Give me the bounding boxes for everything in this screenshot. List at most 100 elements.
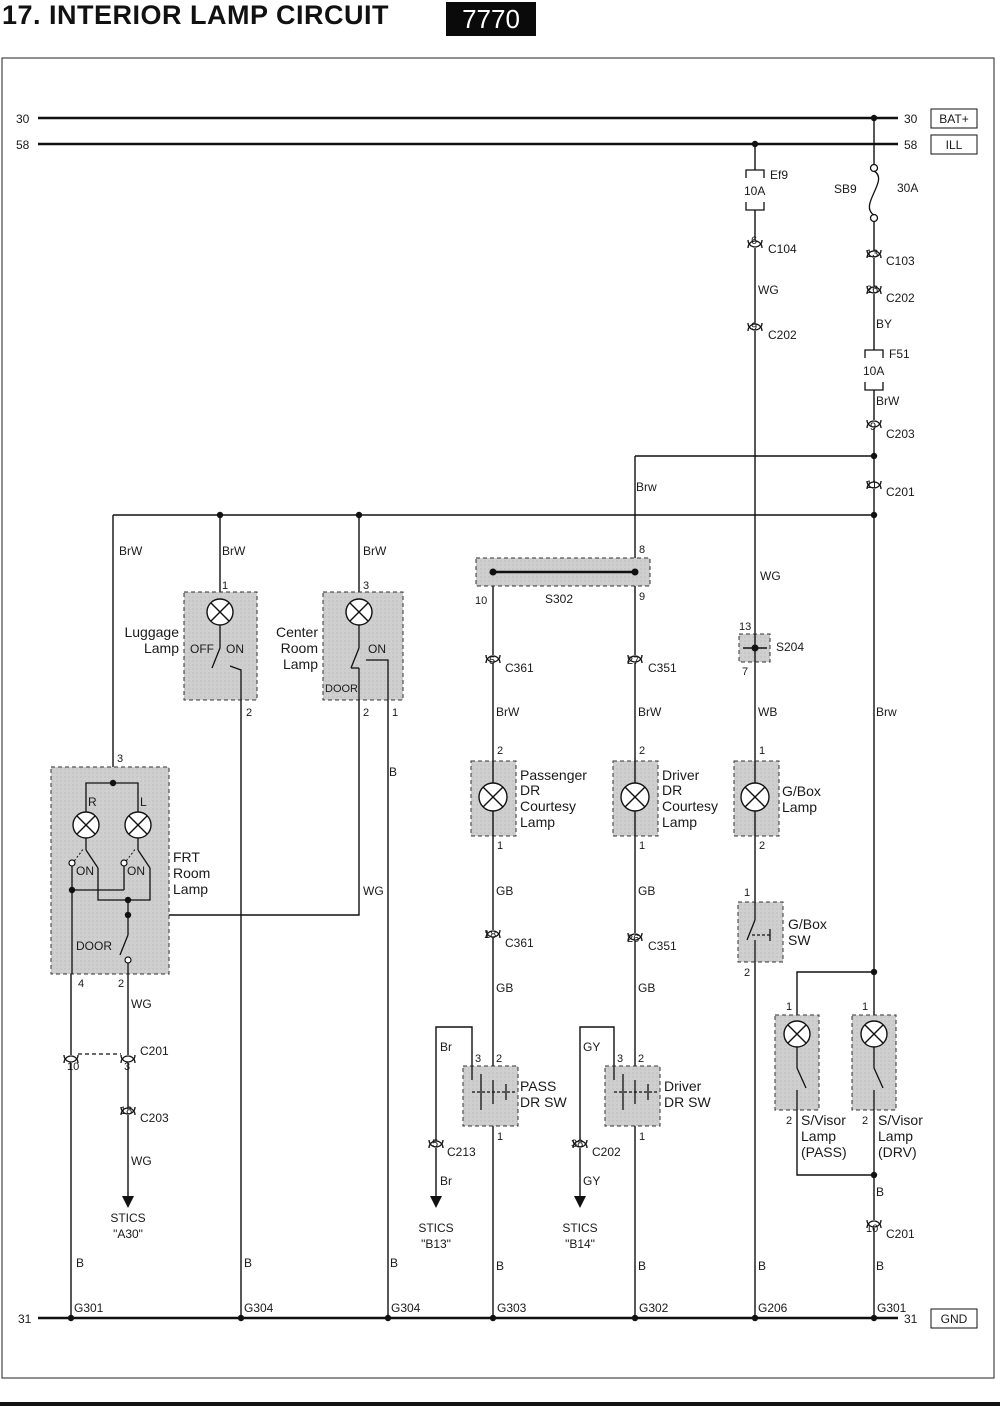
wire-color-label: B bbox=[876, 1259, 884, 1273]
lamp-icon bbox=[620, 761, 650, 836]
bottom-rule bbox=[0, 1402, 1000, 1406]
frt-door-label: DOOR bbox=[76, 939, 112, 953]
connector-pin: 9 bbox=[870, 421, 876, 433]
diagram-frame bbox=[1, 57, 995, 1379]
wire-color-label: WG bbox=[760, 569, 781, 583]
wire-color-label: WG bbox=[363, 884, 384, 898]
connector-pin: 10 bbox=[67, 1061, 79, 1073]
pin-label: 3 bbox=[617, 1053, 623, 1065]
switch-icon bbox=[613, 1066, 657, 1110]
connector-symbols bbox=[63, 239, 882, 1229]
frt-on-label: ON bbox=[76, 864, 94, 878]
gnd-rail bbox=[38, 1314, 898, 1322]
pin-label: 2 bbox=[496, 1053, 502, 1065]
pin-label: 1 bbox=[786, 1001, 792, 1013]
connector-name: C104 bbox=[768, 242, 797, 256]
junction-dots bbox=[216, 452, 878, 1179]
wire-color-label: B bbox=[496, 1259, 504, 1273]
wire-color-label: BrW bbox=[638, 705, 662, 719]
connector-name: C351 bbox=[648, 661, 677, 675]
ill-terminal-box bbox=[930, 134, 978, 155]
arrow-down-icon bbox=[122, 1196, 586, 1208]
connector-name: C201 bbox=[886, 485, 915, 499]
wire-color-label: BrW bbox=[222, 544, 246, 558]
pin-label: 2 bbox=[638, 1053, 644, 1065]
connector-pin: 3 bbox=[124, 1061, 130, 1073]
splice-pin: 13 bbox=[739, 621, 751, 633]
bat-terminal-label: BAT+ bbox=[939, 112, 968, 126]
visor-drv-lamp-name: (DRV) bbox=[878, 1144, 917, 1160]
gbox-switch-box bbox=[737, 901, 784, 963]
connector-name: C361 bbox=[505, 661, 534, 675]
fuse-f51 bbox=[864, 349, 884, 391]
wire-color-label: B bbox=[758, 1259, 766, 1273]
pin-label: 3 bbox=[475, 1053, 481, 1065]
pass-courtesy-lamp-name: Passenger bbox=[520, 767, 587, 783]
connector-pin: 18 bbox=[120, 1105, 132, 1117]
stics-label: "A30" bbox=[113, 1227, 143, 1241]
connector-pin: 18 bbox=[484, 929, 496, 941]
page-title: 17. INTERIOR LAMP CIRCUIT bbox=[2, 0, 390, 30]
ill-terminal-label: ILL bbox=[946, 138, 963, 152]
pin-label: 2 bbox=[862, 1115, 868, 1127]
pin-label: 2 bbox=[786, 1115, 792, 1127]
connector-pin: 5 bbox=[432, 1138, 438, 1150]
wire-color-label: B bbox=[638, 1259, 646, 1273]
luggage-on-label: ON bbox=[226, 642, 244, 656]
connector-name: C351 bbox=[648, 939, 677, 953]
visor-pass-lamp-name: S/Visor bbox=[801, 1112, 846, 1128]
page-code-badge: 7770 bbox=[446, 2, 536, 36]
fuse-f51-rating: 10A bbox=[863, 364, 884, 378]
ground-label: G304 bbox=[244, 1301, 274, 1315]
center-door-label: DOOR bbox=[325, 683, 358, 695]
drv-courtesy-lamp-name: Courtesy bbox=[662, 798, 718, 814]
fuse-f51-name: F51 bbox=[889, 347, 910, 361]
lamp-icon bbox=[783, 1020, 811, 1048]
splice-s302-node bbox=[489, 568, 497, 576]
luggage-lamp-name: Lamp bbox=[144, 640, 179, 656]
connector-name: C202 bbox=[768, 328, 797, 342]
connector-name: C202 bbox=[592, 1145, 621, 1159]
wire-color-label: BrW bbox=[119, 544, 143, 558]
frt-lamp-nodes bbox=[68, 779, 132, 919]
connector-name: C202 bbox=[886, 291, 915, 305]
drv-door-switch-name: DR SW bbox=[664, 1094, 711, 1110]
switch-icon bbox=[471, 1066, 515, 1110]
pin-label: 3 bbox=[117, 753, 123, 765]
splice-pin: 9 bbox=[639, 591, 645, 603]
wire-color-label: GB bbox=[496, 884, 513, 898]
pin-label: 4 bbox=[78, 978, 84, 990]
switch-icon bbox=[796, 1047, 807, 1110]
center-lamp-name: Lamp bbox=[283, 656, 318, 672]
bat-rail bbox=[38, 114, 898, 122]
pin-label: 1 bbox=[759, 745, 765, 757]
frt-lamp-box bbox=[50, 766, 170, 975]
wire-color-label: WG bbox=[131, 1154, 152, 1168]
wire-color-label: WB bbox=[758, 705, 777, 719]
switch-icon bbox=[211, 625, 242, 700]
lamp-icon bbox=[345, 598, 373, 626]
pin-label: 1 bbox=[497, 1131, 503, 1143]
connector-pin: 26 bbox=[866, 284, 878, 296]
switch-icon bbox=[746, 902, 771, 962]
stics-label: "B14" bbox=[565, 1237, 595, 1251]
stics-label: STICS bbox=[418, 1221, 453, 1235]
ill-rail-number-right: 58 bbox=[904, 138, 918, 152]
pass-door-switch-name: DR SW bbox=[520, 1094, 567, 1110]
frt-lamp-name: Room bbox=[173, 865, 210, 881]
pin-label: 2 bbox=[639, 745, 645, 757]
luggage-lamp-name: Luggage bbox=[124, 624, 179, 640]
gbox-switch-name: SW bbox=[788, 932, 811, 948]
lamp-icon bbox=[740, 761, 770, 836]
bat-rail-number-right: 30 bbox=[904, 112, 918, 126]
gnd-rail-number-right: 31 bbox=[904, 1312, 918, 1326]
ground-label: G301 bbox=[877, 1301, 907, 1315]
fuse-ef9-rating: 10A bbox=[744, 184, 765, 198]
stics-label: STICS bbox=[110, 1211, 145, 1225]
wire-color-label: BrW bbox=[876, 394, 900, 408]
connector-name: C103 bbox=[886, 254, 915, 268]
lamp-icon bbox=[478, 761, 508, 836]
connector-name: C361 bbox=[505, 936, 534, 950]
wire-color-label: Brw bbox=[876, 705, 897, 719]
